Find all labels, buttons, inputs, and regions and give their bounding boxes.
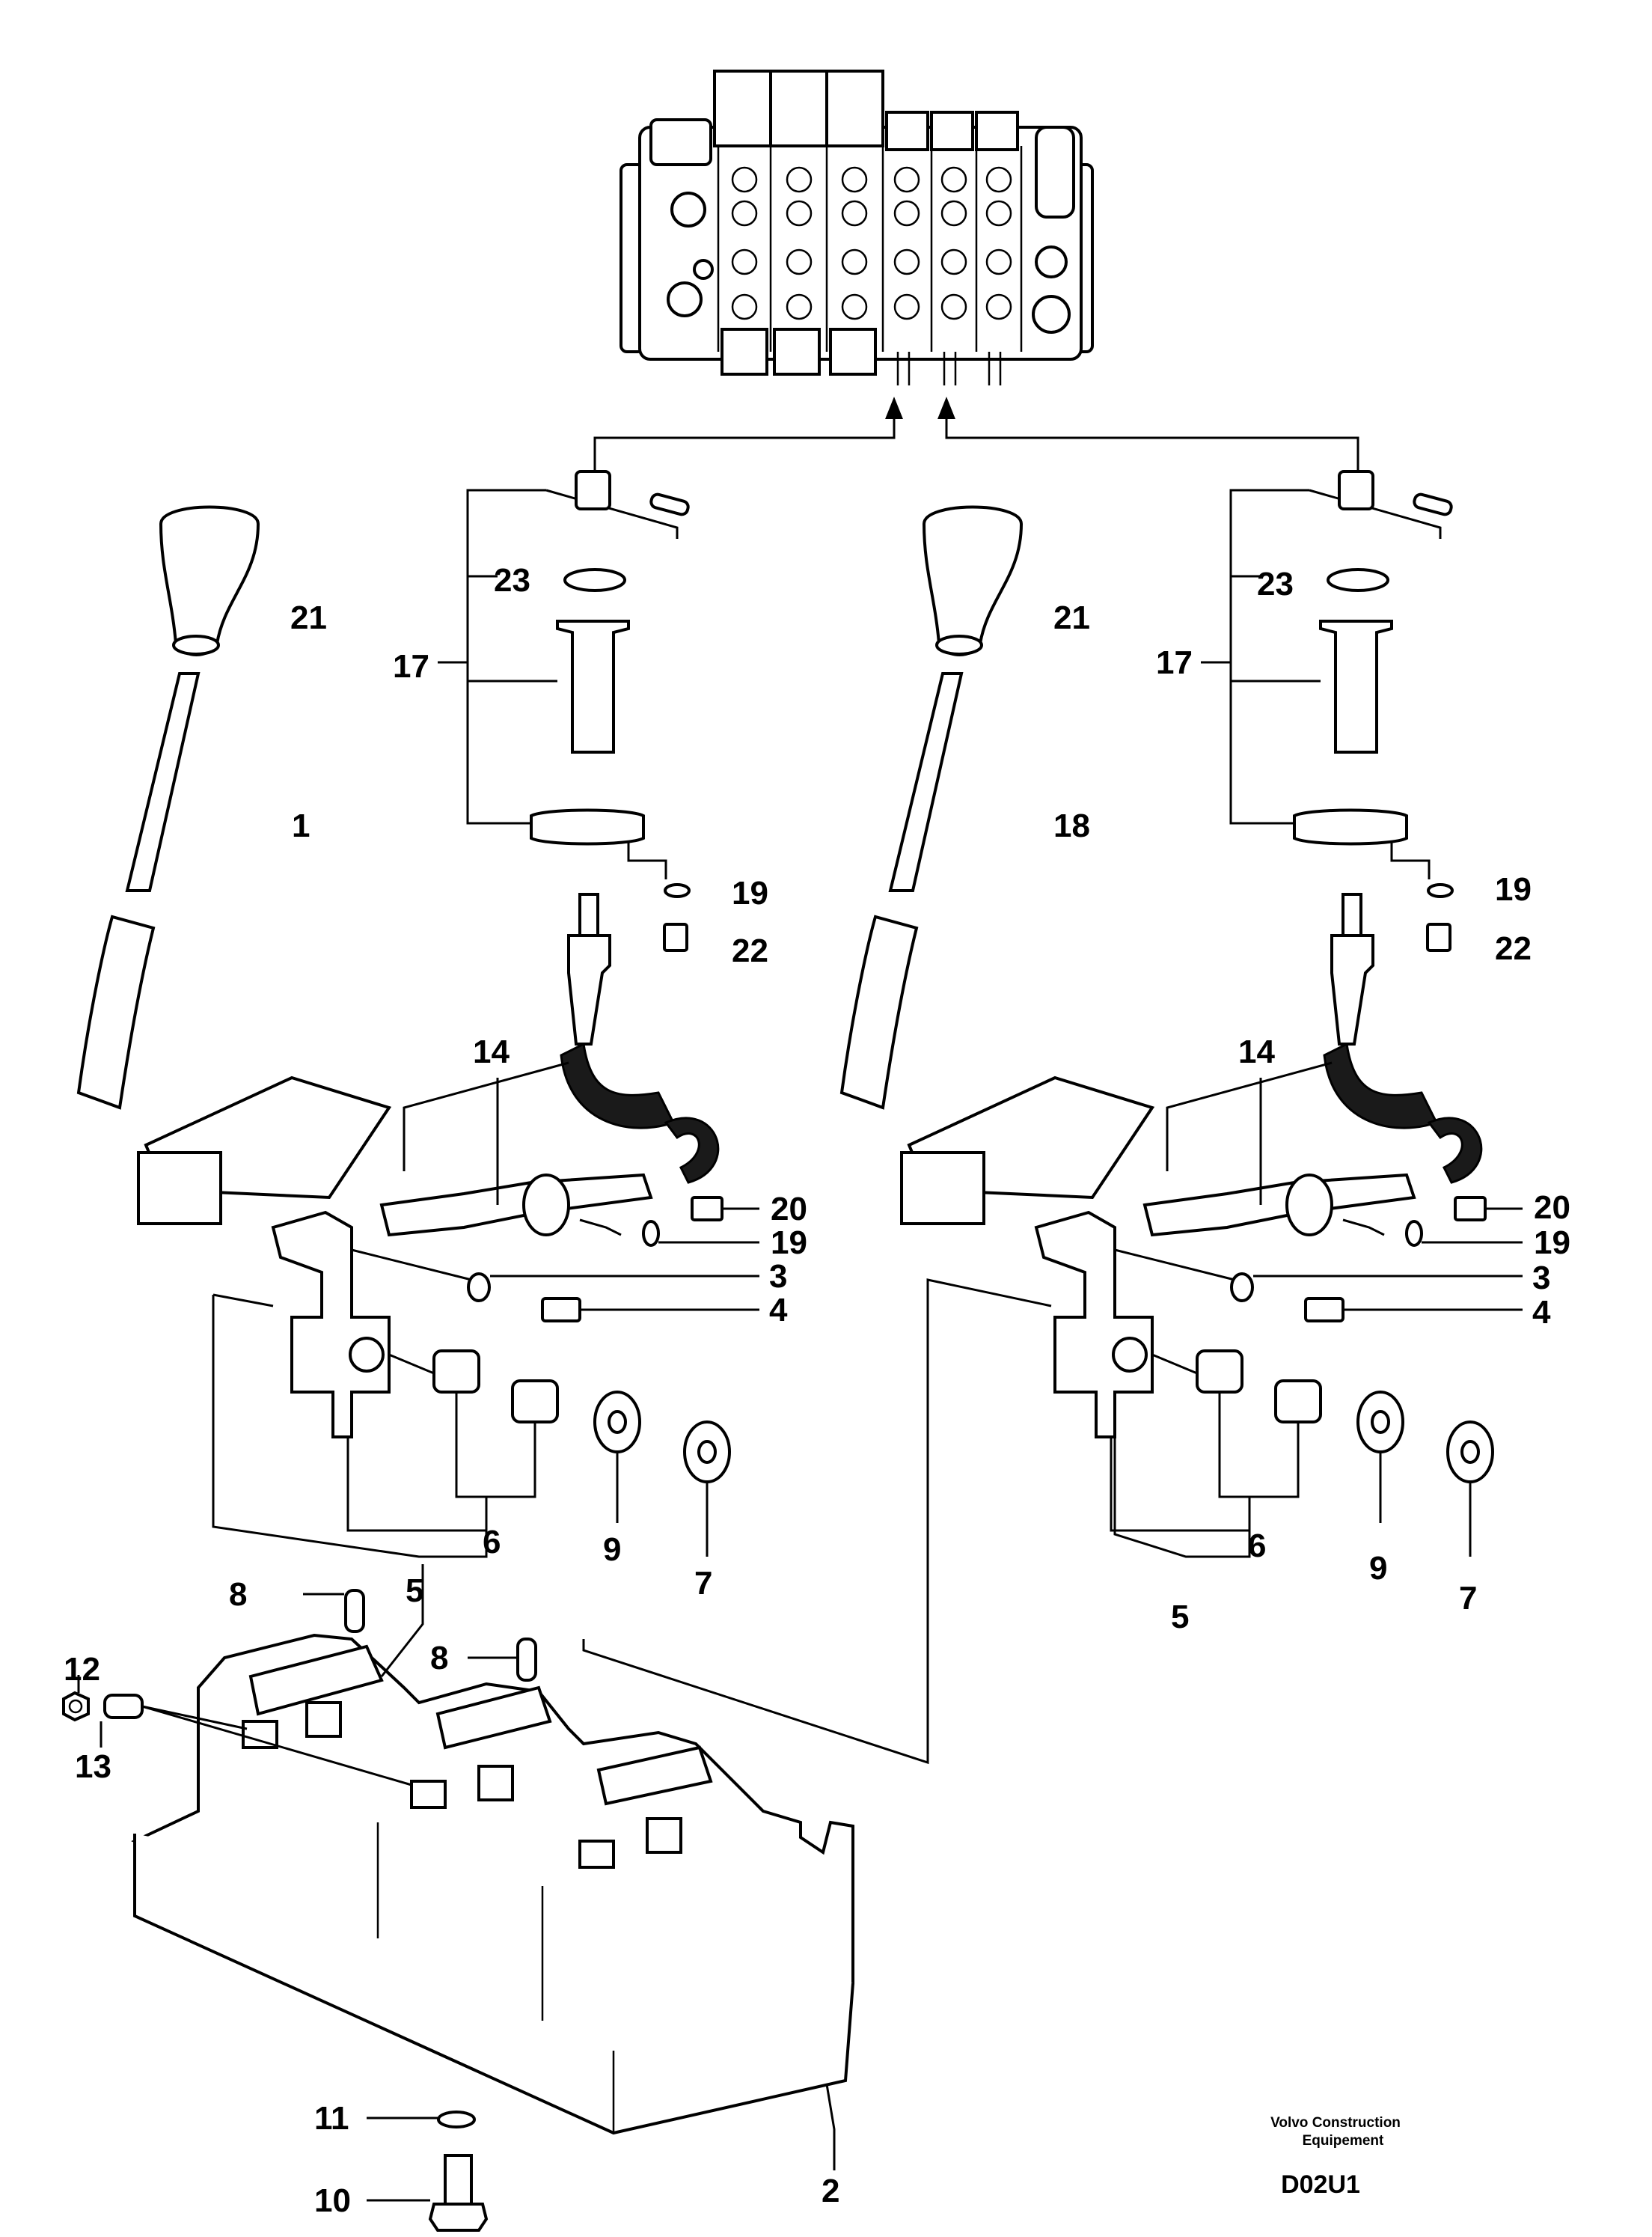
linkage-connection-lines: [593, 408, 1359, 486]
callout-left-7: 7: [694, 1565, 712, 1602]
callout-right-19a: 19: [1495, 871, 1532, 908]
control-valve-assembly: [620, 70, 1094, 385]
callout-right-21: 21: [1053, 599, 1090, 636]
callout-2: 2: [822, 2173, 839, 2209]
callout-right-14: 14: [1238, 1034, 1275, 1070]
arrow-head-right: [937, 397, 955, 419]
callout-right-9: 9: [1369, 1550, 1387, 1587]
callout-left-6: 6: [483, 1524, 501, 1560]
callout-right-22: 22: [1495, 930, 1532, 967]
callout-left-19a: 19: [732, 875, 768, 912]
callout-right-5: 5: [1171, 1599, 1189, 1635]
callout-13: 13: [75, 1748, 111, 1785]
credit-line-2: Equipement: [1303, 2133, 1384, 2149]
arrow-head-left: [885, 397, 903, 419]
callout-right-18: 18: [1053, 808, 1090, 844]
callout-left-20: 20: [771, 1191, 807, 1227]
callout-right-7: 7: [1459, 1580, 1477, 1617]
callout-left-21: 21: [290, 599, 327, 636]
callout-left-19b: 19: [771, 1224, 807, 1261]
callout-right-20: 20: [1534, 1189, 1570, 1226]
callout-left-14: 14: [473, 1034, 510, 1070]
callout-left-17: 17: [393, 648, 429, 685]
callout-left-5: 5: [406, 1572, 423, 1609]
callout-left-3: 3: [769, 1258, 787, 1295]
callout-left-8a: 8: [229, 1576, 247, 1613]
callout-left-4: 4: [769, 1292, 788, 1328]
callout-10: 10: [314, 2182, 351, 2219]
console-base: [62, 1564, 854, 2232]
callout-right-3: 3: [1532, 1260, 1550, 1296]
callout-11: 11: [314, 2100, 349, 2137]
left-lever-group: [76, 470, 759, 1558]
callout-left-23: 23: [494, 562, 530, 599]
callout-left-8b: 8: [430, 1640, 448, 1676]
credit-line-1: Volvo Construction: [1270, 2115, 1401, 2131]
callout-left-9: 9: [603, 1531, 621, 1568]
callout-left-1: 1: [292, 808, 310, 844]
callout-right-17: 17: [1156, 644, 1193, 681]
callout-labels: 21 23 17 1 19 22 14 20 19 3 4 6 9 7 5 8 …: [64, 562, 1570, 2219]
callout-right-23: 23: [1257, 566, 1294, 602]
callout-right-6: 6: [1248, 1528, 1266, 1564]
callout-right-4: 4: [1532, 1294, 1551, 1331]
callout-left-22: 22: [732, 933, 768, 969]
drawing-code: D02U1: [1281, 2170, 1360, 2199]
callout-12: 12: [64, 1651, 100, 1688]
callout-right-19b: 19: [1534, 1224, 1570, 1261]
right-lever-group: [582, 470, 1523, 1765]
